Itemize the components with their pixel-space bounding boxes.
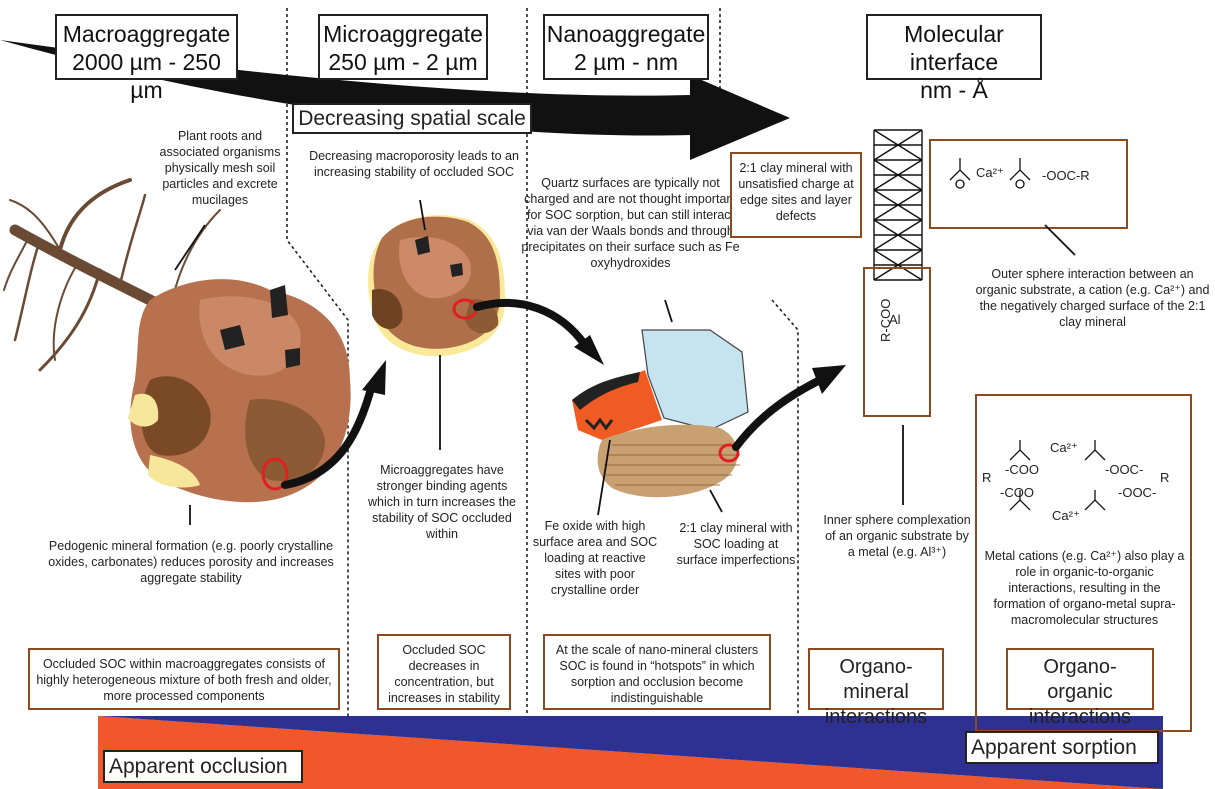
organo-organic-box: Organo-organic interactions (1006, 648, 1154, 710)
ooc-r-label: -OOC-R (1042, 168, 1090, 183)
coo-label-2: -COO (1000, 485, 1034, 500)
scale-arrow-label: Decreasing spatial scale (292, 103, 532, 134)
chem-glyphs (950, 158, 1105, 510)
apparent-sorption-label: Apparent sorption (965, 731, 1159, 764)
clay-mineral-box: 2:1 clay mineral with unsatisfied charge… (730, 152, 862, 238)
macro-summary-box: Occluded SOC within macroaggregates cons… (28, 648, 340, 710)
pedogenic-text: Pedogenic mineral formation (e.g. poorly… (46, 538, 336, 586)
outer-sphere-text: Outer sphere interaction between an orga… (975, 266, 1210, 330)
r-coo-label: R-COO (878, 299, 893, 342)
ooc-label-2: -OOC- (1118, 485, 1156, 500)
quartz-text: Quartz surfaces are typically not charge… (518, 175, 743, 271)
fe-oxide-text: Fe oxide with high surface area and SOC … (530, 518, 660, 598)
organo-mineral-box: Organo-mineral interactions (808, 648, 944, 710)
macroporosity-text: Decreasing macroporosity leads to an inc… (298, 148, 530, 180)
apparent-occlusion-label: Apparent occlusion (103, 750, 303, 783)
divider-4 (772, 300, 798, 716)
ooc-label-1: -OOC- (1105, 462, 1143, 477)
plant-roots-text: Plant roots and associated organisms phy… (150, 128, 290, 208)
micro-summary-box: Occluded SOC decreases in concentration,… (377, 634, 511, 710)
r-label-2: R (1160, 470, 1169, 485)
metal-cations-text: Metal cations (e.g. Ca²⁺) also play a ro… (982, 548, 1187, 628)
ca-label-1: Ca²⁺ (1050, 440, 1078, 456)
clay-particle (598, 425, 738, 497)
ca-label-outer: Ca²⁺ (976, 165, 1004, 181)
outer-sphere-box (930, 140, 1127, 228)
arrow-nano-molecular (736, 380, 820, 447)
inner-sphere-text: Inner sphere complexation of an organic … (822, 512, 972, 560)
micro-binding-text: Microaggregates have stronger binding ag… (362, 462, 522, 542)
r-label-1: R (982, 470, 991, 485)
microaggregate (368, 215, 505, 356)
coo-label-1: -COO (1005, 462, 1039, 477)
ca-label-2: Ca²⁺ (1052, 508, 1080, 524)
nano-summary-box: At the scale of nano-mineral clusters SO… (543, 634, 771, 710)
clay-soc-text: 2:1 clay mineral with SOC loading at sur… (672, 520, 800, 568)
